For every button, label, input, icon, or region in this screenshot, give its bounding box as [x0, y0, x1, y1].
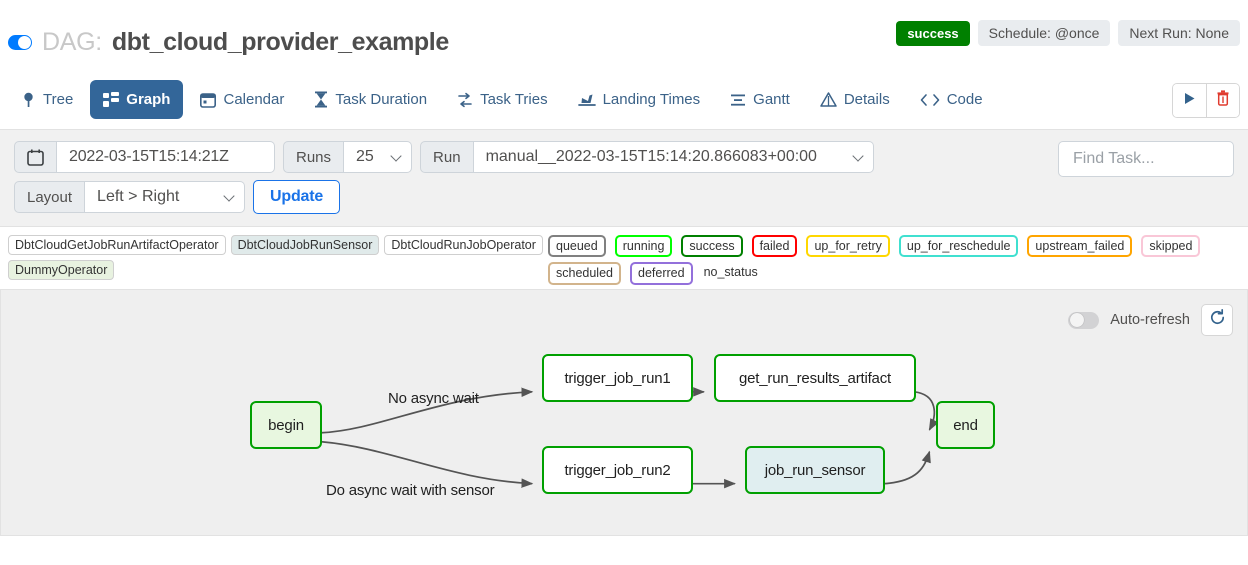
next-run-badge: Next Run: None	[1118, 20, 1240, 46]
calendar-icon	[200, 92, 217, 108]
layout-label: Layout	[14, 181, 86, 213]
status-legend-no-status: no_status	[703, 265, 758, 280]
tab-label: Tree	[43, 91, 74, 108]
run-select[interactable]: manual__2022-03-15T15:14:20.866083+00:00	[473, 141, 874, 173]
status-legend-chip[interactable]: failed	[751, 235, 798, 258]
dag-label: DAG:	[42, 28, 102, 56]
graph-edges	[321, 387, 939, 489]
graph-edge-labels: No async wait Do async wait with sensor	[1, 290, 1247, 535]
graph-edge-label: No async wait	[388, 390, 479, 407]
graph-node-trigger_job_run1[interactable]: trigger_job_run1	[542, 354, 693, 402]
tab-task-tries[interactable]: Task Tries	[444, 80, 561, 119]
operator-legend-chip[interactable]: DbtCloudGetJobRunArtifactOperator	[8, 235, 226, 255]
refresh-controls: Auto-refresh	[1068, 304, 1233, 336]
status-badge: success	[896, 20, 970, 46]
status-legend-list: queued running success failed up_for_retry up…	[548, 235, 1244, 285]
find-task-input[interactable]: Find Task...	[1058, 141, 1234, 177]
status-legend-chip[interactable]: success	[681, 235, 743, 258]
dag-graph-panel: Auto-refresh begin trigger_job_run1 get_ru…	[0, 290, 1248, 536]
tab-label: Graph	[126, 91, 171, 108]
tab-details[interactable]: Details	[807, 80, 903, 119]
graph-node-trigger_job_run2[interactable]: trigger_job_run2	[542, 446, 693, 494]
header-badges: success Schedule: @once Next Run: None	[896, 20, 1240, 46]
operator-legend-chip[interactable]: DbtCloudRunJobOperator	[384, 235, 543, 255]
graph-node-end[interactable]: end	[936, 401, 995, 449]
operator-legend-chip[interactable]: DummyOperator	[8, 260, 115, 280]
run-group: Run manual__2022-03-15T15:14:20.866083+0…	[420, 141, 874, 173]
dag-nav-tabs: Tree Graph Calendar Task Duration Task T	[0, 70, 1248, 130]
retry-icon	[457, 92, 473, 108]
runs-group: Runs 25	[283, 141, 413, 173]
schedule-badge[interactable]: Schedule: @once	[977, 20, 1111, 46]
status-legend-chip[interactable]: upstream_failed	[1027, 235, 1133, 258]
tab-label: Landing Times	[602, 91, 701, 108]
tab-label: Gantt	[753, 91, 790, 108]
filter-row-secondary: Layout Left > Right Update	[14, 180, 1234, 214]
update-button[interactable]: Update	[253, 180, 341, 214]
graph-node-job_run_sensor[interactable]: job_run_sensor	[745, 446, 885, 494]
tab-code[interactable]: Code	[907, 80, 996, 119]
tab-label: Task Tries	[480, 91, 548, 108]
tab-gantt[interactable]: Gantt	[717, 80, 803, 119]
dag-filter-bar: 2022-03-15T15:14:21Z Runs 25 Run manual_…	[0, 130, 1248, 227]
delete-dag-button[interactable]	[1206, 84, 1239, 117]
trigger-dag-button[interactable]	[1173, 84, 1206, 117]
status-legend-chip[interactable]: running	[614, 235, 673, 258]
runs-label: Runs	[283, 141, 345, 173]
tab-label: Task Duration	[335, 91, 428, 108]
layout-select[interactable]: Left > Right	[85, 181, 246, 213]
refresh-icon	[1209, 309, 1226, 331]
tab-calendar[interactable]: Calendar	[187, 80, 297, 119]
auto-refresh-toggle[interactable]	[1068, 311, 1100, 329]
graph-edge-label: Do async wait with sensor	[326, 482, 495, 499]
status-legend-chip[interactable]: up_for_retry	[806, 235, 890, 258]
tab-label: Code	[946, 91, 983, 108]
status-legend-chip[interactable]: queued	[548, 235, 606, 258]
tree-icon	[21, 92, 36, 108]
gantt-icon	[730, 93, 746, 107]
page-header: DAG: dbt_cloud_provider_example success …	[0, 0, 1248, 70]
operator-legend-chip[interactable]: DbtCloudJobRunSensor	[230, 235, 380, 255]
calendar-icon[interactable]	[14, 141, 57, 173]
graph-nodes: begin trigger_job_run1 get_run_results_art…	[1, 290, 1247, 535]
page-title: dbt_cloud_provider_example	[111, 28, 449, 56]
tab-label: Calendar	[223, 91, 285, 108]
status-legend-chip[interactable]: up_for_reschedule	[898, 235, 1019, 258]
hourglass-icon	[314, 91, 328, 108]
dag-title-row: DAG: dbt_cloud_provider_example	[8, 28, 449, 57]
tab-landing-times[interactable]: Landing Times	[565, 80, 714, 119]
layout-group: Layout Left > Right	[14, 181, 246, 213]
triangle-info-icon	[820, 92, 837, 107]
tab-tree[interactable]: Tree	[8, 80, 86, 119]
num-runs-select[interactable]: 25	[344, 141, 413, 173]
code-brackets-icon	[920, 93, 940, 107]
status-legend-chip[interactable]: scheduled	[548, 262, 621, 285]
tab-graph[interactable]: Graph	[90, 80, 184, 119]
play-icon	[1183, 92, 1196, 110]
run-label: Run	[420, 141, 474, 173]
tabs-list: Tree Graph Calendar Task Duration Task T	[8, 80, 996, 119]
graph-node-begin[interactable]: begin	[250, 401, 322, 449]
auto-refresh-label: Auto-refresh	[1110, 312, 1190, 328]
trash-icon	[1216, 90, 1230, 111]
graph-icon	[103, 91, 120, 108]
base-date-input[interactable]: 2022-03-15T15:14:21Z	[57, 141, 275, 173]
toggle-on-icon[interactable]	[8, 35, 32, 50]
tab-label: Details	[843, 91, 890, 108]
tab-task-duration[interactable]: Task Duration	[301, 80, 440, 119]
base-date-group: 2022-03-15T15:14:21Z	[14, 141, 275, 173]
landing-icon	[577, 92, 596, 108]
graph-node-get_run_results_artifact[interactable]: get_run_results_artifact	[714, 354, 916, 402]
refresh-button[interactable]	[1201, 304, 1233, 336]
filter-row-primary: 2022-03-15T15:14:21Z Runs 25 Run manual_…	[14, 141, 1234, 173]
dag-action-buttons	[1172, 83, 1240, 118]
status-legend-chip[interactable]: skipped	[1141, 235, 1201, 258]
status-legend-chip[interactable]: deferred	[630, 262, 693, 285]
